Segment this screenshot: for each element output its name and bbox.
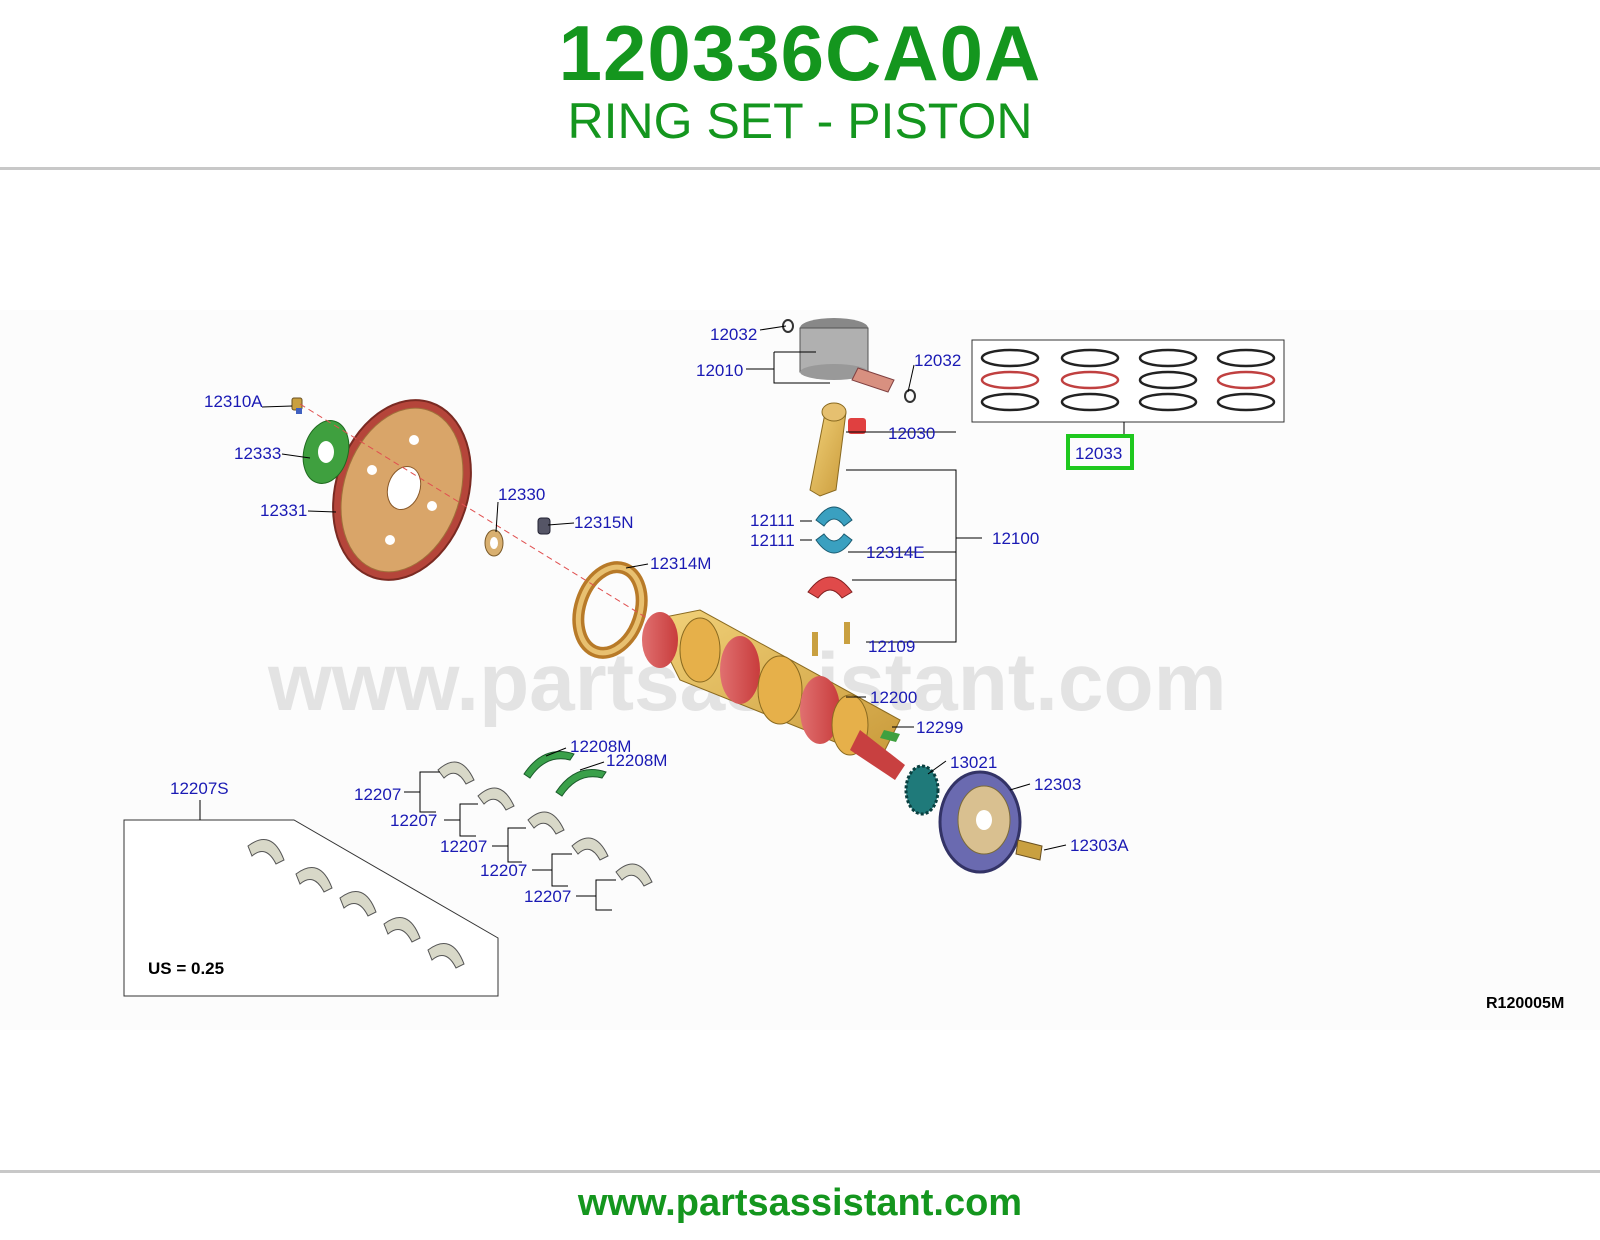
rod-bolt-part <box>812 632 818 656</box>
callout-12010[interactable]: 12010 <box>696 361 743 380</box>
piston-pin-part <box>851 367 895 393</box>
callout-12303A[interactable]: 12303A <box>1070 836 1129 855</box>
pulley-bolt-part <box>1015 839 1043 861</box>
flexplate-part <box>332 399 472 581</box>
callout-12111[interactable]: 12111 <box>750 511 795 530</box>
website-link[interactable]: www.partsassistant.com <box>577 1182 1023 1224</box>
thrust-washers-part <box>523 751 607 797</box>
page-header: 120336CA0A RING SET - PISTON <box>0 0 1600 168</box>
callout-12315N[interactable]: 12315N <box>574 513 634 532</box>
callout-13021[interactable]: 13021 <box>950 753 997 772</box>
spacer-plate-part <box>302 420 350 484</box>
plug-12315N-part <box>537 517 551 535</box>
rod-cap-part <box>807 576 853 599</box>
callout-12100[interactable]: 12100 <box>992 529 1039 548</box>
ring-set-box <box>971 339 1285 423</box>
callout-12032[interactable]: 12032 <box>710 325 757 344</box>
callout-12303[interactable]: 12303 <box>1034 775 1081 794</box>
key-part <box>880 730 900 742</box>
rod-bearing-lower-part <box>815 533 853 554</box>
crankshaft-part <box>642 609 905 780</box>
callout-12032[interactable]: 12032 <box>914 351 961 370</box>
rod-bushing-part <box>848 418 866 434</box>
callout-12207S[interactable]: 12207S <box>170 779 229 798</box>
rod-bearing-upper-part <box>815 506 853 527</box>
connecting-rod-part <box>809 402 847 497</box>
piston-part <box>799 318 869 380</box>
header-divider <box>0 167 1600 170</box>
callout-12200[interactable]: 12200 <box>870 688 917 707</box>
reluctor-ring-part <box>572 561 648 659</box>
sprocket-part <box>904 764 940 816</box>
rod-nut-part <box>844 622 850 644</box>
bolt-12310A-part <box>291 397 303 414</box>
callout-12207[interactable]: 12207 <box>524 887 571 906</box>
callout-12111[interactable]: 12111 <box>750 531 795 550</box>
callout-12310A[interactable]: 12310A <box>204 392 263 411</box>
callout-12207[interactable]: 12207 <box>480 861 527 880</box>
snap-ring-part <box>904 389 916 403</box>
callout-12207[interactable]: 12207 <box>354 785 401 804</box>
callout-12109[interactable]: 12109 <box>868 637 915 656</box>
callout-12208M[interactable]: 12208M <box>606 751 667 770</box>
callout-12207[interactable]: 12207 <box>440 837 487 856</box>
callout-12333[interactable]: 12333 <box>234 444 281 463</box>
reference-code: R120005M <box>1486 995 1564 1012</box>
callout-12299[interactable]: 12299 <box>916 718 963 737</box>
undersize-bearing-inset <box>123 819 499 997</box>
callout-12314E[interactable]: 12314E <box>866 543 925 562</box>
pilot-bearing-part <box>484 529 504 557</box>
crank-pulley-part <box>938 770 1022 874</box>
part-name: RING SET - PISTON <box>567 93 1033 149</box>
inset-note: US = 0.25 <box>148 959 224 978</box>
callout-12331[interactable]: 12331 <box>260 501 307 520</box>
callout-12208M[interactable]: 12208M <box>570 737 631 756</box>
highlight-12033 <box>1066 434 1134 470</box>
callout-12330[interactable]: 12330 <box>498 485 545 504</box>
footer-divider <box>0 1170 1600 1173</box>
callout-12314M[interactable]: 12314M <box>650 554 711 573</box>
page-footer: www.partsassistant.com <box>0 1182 1600 1225</box>
undersize-bearings-part <box>247 839 465 969</box>
callout-12207[interactable]: 12207 <box>390 811 437 830</box>
callout-12030[interactable]: 12030 <box>888 424 935 443</box>
part-number: 120336CA0A <box>558 9 1042 97</box>
callout-12033[interactable]: 12033 <box>1075 444 1122 463</box>
main-bearings-part <box>437 761 653 887</box>
